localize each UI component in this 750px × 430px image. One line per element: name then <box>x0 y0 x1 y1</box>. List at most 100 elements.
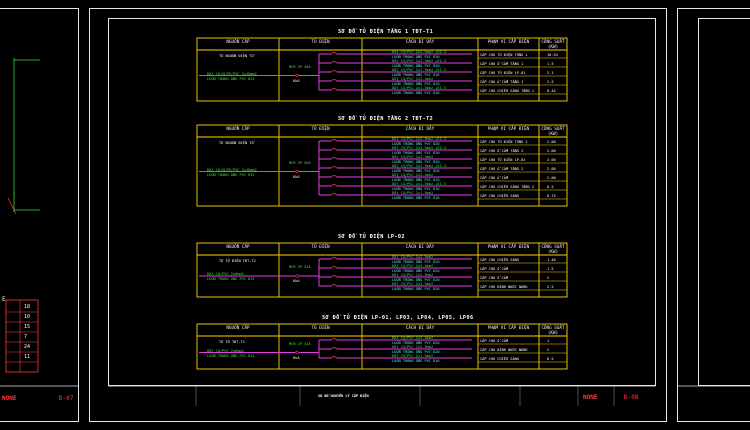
branch-conduit: LUỒN TRONG ỐNG PVC D20 <box>392 349 440 354</box>
branch-kw: 1.46 <box>547 258 556 262</box>
table-header-cell: PHẠM VI CẤP ĐIỆN <box>487 245 530 250</box>
branch-kw: 2.5 <box>547 80 554 84</box>
branch-kw: 1 <box>547 339 550 343</box>
left-legend-value: 24 <box>24 344 31 350</box>
branch-wire: DÂY CU/PVC 2x2.5mm2 <box>392 155 434 159</box>
branch-breaker-icon <box>330 61 338 64</box>
branch-breaker-icon <box>330 284 338 287</box>
branch-kw: 2.00 <box>547 140 556 144</box>
branch-kw: 1.5 <box>547 267 554 271</box>
branch-conduit: LUỒN TRONG ỐNG PVC D20 <box>392 277 440 282</box>
source-conduit: LUỒN TRONG ỐNG PVC D32 <box>207 172 255 177</box>
left-legend-value: 15 <box>24 324 31 330</box>
branch-kw: 10.54 <box>547 53 558 57</box>
branch-breaker-icon <box>330 52 338 55</box>
branch-conduit: LUỒN TRONG ỐNG PVC D20 <box>392 268 440 273</box>
branch-scope: CẤP CHO Ổ CẮM TẦNG 2 <box>480 167 524 171</box>
left-legend-value: 10 <box>24 314 31 320</box>
branch-scope: CẤP CHO BÌNH NƯỚC NÓNG <box>480 348 528 352</box>
branch-scope: CẤP CHO Ổ CẮM TẦNG 1 <box>480 80 524 84</box>
table-header-cell: TỦ ĐIỆN <box>311 40 330 45</box>
left-legend-value: 7 <box>24 334 28 340</box>
branch-scope: CẤP CHO TỦ ĐIỆN LP-01 <box>480 71 526 75</box>
left-legend-value: 18 <box>24 304 31 310</box>
main-breaker-icon <box>295 350 299 355</box>
source-wire: DÂY CU/PVC 2x6mm2 <box>207 272 244 276</box>
branch-scope: CẤP CHO TỦ ĐIỆN TẦNG 1 <box>480 53 528 57</box>
branch-scope: CẤP CHO Ổ CẮM TẦNG 1 <box>480 62 524 66</box>
branch-kw: 0.5 <box>547 185 554 189</box>
branch-scope: CẤP CHO Ổ CẮM <box>480 276 509 280</box>
branch-conduit: LUỒN TRONG ỐNG PVC D20 <box>392 141 440 146</box>
scale-label: NONE <box>583 394 598 401</box>
panel-rating: 6kA <box>293 279 300 283</box>
source-text: TỪ NGUỒN ĐIỆN TỔ <box>219 141 254 145</box>
branch-wire: DÂY CU/PVC 2x2.5mm2 <box>392 77 434 81</box>
branch-kw: 0.75 <box>547 194 556 198</box>
branch-scope: CẤP CHO Ổ CẮM TẦNG 2 <box>480 149 524 153</box>
branch-breaker-icon <box>330 193 338 196</box>
main-breaker-icon <box>295 274 299 278</box>
branch-conduit: LUỒN TRONG ỐNG PVC D20 <box>392 159 440 164</box>
branch-scope: CẤP CHO CHIẾU SÁNG <box>480 258 519 262</box>
branch-conduit: LUỒN TRONG ỐNG PVC D20 <box>392 168 440 173</box>
branch-breaker-icon <box>330 88 338 91</box>
main-inner-frame <box>108 18 656 386</box>
branch-conduit: LUỒN TRONG ỐNG PVC D20 <box>392 81 440 86</box>
branch-wire: DÂY CU/PVC 2x2.5mm2 <box>392 282 434 286</box>
left-legend-value: 11 <box>24 354 31 360</box>
branch-scope: CẤP CHO BÌNH NƯỚC NÓNG <box>480 285 528 289</box>
source-text: TỪ TỦ ĐIỆN TĐT-T2 <box>219 259 256 263</box>
left-legend-header: E <box>2 296 6 303</box>
branch-conduit: LUỒN TRONG ỐNG PVC D16 <box>392 358 440 363</box>
table-header-cell: TỦ ĐIỆN <box>311 326 330 331</box>
branch-scope: CẤP CHO Ổ CẮM <box>480 176 509 180</box>
table-4-title: SƠ ĐỒ TỦ ĐIỆN LP-01, LP03, LP04, LP05, L… <box>322 315 474 321</box>
source-conduit: LUỒN TRONG ỐNG PVC D25 <box>207 353 255 358</box>
branch-conduit: LUỒN TRONG ỐNG PVC D16 <box>392 186 440 191</box>
branch-wire: DÂY CU/PVC 2x2.5mm2 <box>392 273 434 277</box>
branch-wire: DÂY CU/PVC 2x2.5mm2 <box>392 345 434 349</box>
drawing-name: SƠ ĐỒ NGUYÊN LÝ CẤP ĐIỆN <box>318 394 369 398</box>
table-header-cell: NGUỒN CẤP <box>226 326 250 331</box>
branch-scope: CẤP CHO CHIẾU SÁNG TẦNG 1 <box>480 89 535 93</box>
left-scale-label: NONE <box>2 395 17 402</box>
branch-scope: CẤP CHO CHIẾU SÁNG TẦNG 2 <box>480 185 535 189</box>
branch-wire: DÂY CU/PVC 2x1.5mm2 <box>392 191 434 195</box>
branch-kw: 2 <box>547 348 550 352</box>
left-legend-box <box>5 299 39 373</box>
branch-breaker-icon <box>330 139 338 142</box>
table-3-border <box>196 242 568 298</box>
left-sheet-number: Đ-07 <box>59 395 74 402</box>
source-text: TỪ NGUỒN ĐIỆN TỔ <box>219 54 254 58</box>
branch-wire: DÂY CU/PVC 2x2.5mm2 +E2.5 <box>392 59 447 63</box>
branch-breaker-icon <box>330 79 338 82</box>
table-4-border <box>196 323 568 370</box>
table-header-cell: CÁCH ĐI DÂY <box>405 245 435 250</box>
table-header-cell: PHẠM VI CẤP ĐIỆN <box>487 40 530 45</box>
branch-wire: DÂY CU/PVC 2x2.5mm2 <box>392 264 434 268</box>
branch-conduit: LUỒN TRONG ỐNG PVC D20 <box>392 150 440 155</box>
main-breaker-icon <box>295 169 299 174</box>
branch-kw: 0.44 <box>547 89 556 93</box>
branch-kw: 2.1 <box>547 71 554 75</box>
branch-wire: DÂY CU/PVC 2x1.5mm2 +E1.5 <box>392 182 447 186</box>
source-wire: DÂY CU/XLPE/PVC 2x10mm2 <box>207 71 257 76</box>
branch-conduit: LUỒN TRONG ỐNG PVC D16 <box>392 72 440 77</box>
branch-conduit: LUỒN TRONG ỐNG PVC D20 <box>392 286 440 291</box>
branch-breaker-icon <box>330 175 338 178</box>
branch-conduit: LUỒN TRONG ỐNG PVC D20 <box>392 63 440 68</box>
branch-kw: 0.5 <box>547 357 554 361</box>
branch-kw: 2.5 <box>547 285 554 289</box>
branch-wire: DÂY CU/PVC 2x2.5mm2 +E2.5 <box>392 146 447 150</box>
branch-kw: 1.5 <box>547 62 554 66</box>
right-sheet-frame <box>677 8 750 422</box>
left-sheet-frame <box>0 8 79 422</box>
branch-scope: CẤP CHO Ổ CẮM <box>480 339 509 343</box>
panel-rating: 6kA <box>293 174 300 179</box>
table-header-cell: PHẠM VI CẤP ĐIỆN <box>487 127 530 132</box>
source-text: TỪ TỦ TĐT-T1 <box>219 340 245 344</box>
table-2-border <box>196 124 568 207</box>
branch-conduit: LUỒN TRONG ỐNG PVC D20 <box>392 54 440 59</box>
branch-wire: DÂY CU/PVC 2x2.5mm2 <box>392 336 434 340</box>
